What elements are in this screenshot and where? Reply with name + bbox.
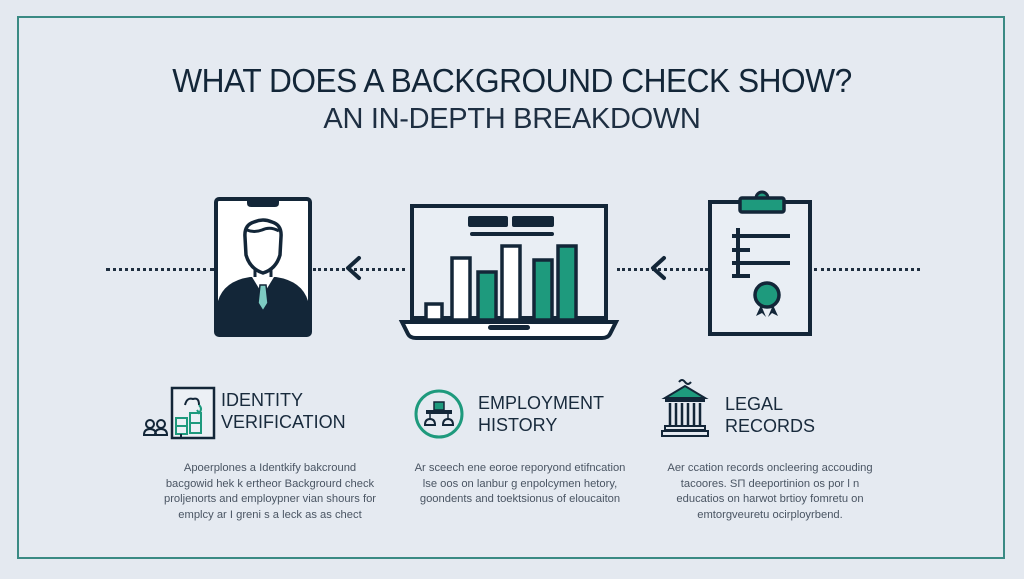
section-description-identity: Apoerplones a Identkify bakcround bacgow… [140, 461, 400, 523]
connector-line-right [814, 268, 920, 271]
description-line: bacgowid hek k ertheor Backgrourd check [165, 477, 375, 490]
chevron-left-icon [651, 256, 666, 280]
section-title-line: RECORDS [725, 416, 816, 436]
description-line: lse oos on lanbur g enpolcymen hetory, [422, 477, 618, 490]
clipboard-award-icon [708, 190, 812, 336]
section-title-legal: LEGAL RECORDS [725, 393, 815, 437]
section-title-identity: IDENTITY VERIFICATION [221, 389, 346, 433]
description-line: proljenorts and employpner vian shours f… [163, 493, 377, 505]
org-chart-circle-icon [414, 389, 464, 439]
section-title-line: LEGAL [725, 394, 784, 414]
description-line: Ar sceech ene eoroe reporyond etifncatio… [414, 462, 626, 474]
description-line: tacoores. SП deeportinion os por l n [680, 477, 860, 490]
description-line: goondents and toektsionus of eloucaiton [419, 493, 621, 505]
description-line: Apoerplones a Identkify bakcround [183, 462, 357, 474]
section-description-legal: Aer ccation records oncleering accouding… [650, 461, 890, 523]
connector-line-mid-left [313, 268, 405, 271]
courthouse-icon [661, 379, 709, 437]
laptop-chart-icon [398, 204, 620, 340]
person-id-card-icon [214, 197, 312, 337]
connector-line-mid-right [617, 268, 708, 271]
page-title: WHAT DOES A BACKGROUND CHECK SHOW? [172, 62, 852, 99]
chevron-left-icon [346, 256, 361, 280]
connector-line-left [106, 268, 214, 271]
section-description-employment: Ar sceech ene eoroe reporyond etifncatio… [400, 461, 640, 508]
section-title-line: HISTORY [478, 415, 558, 435]
section-title-line: VERIFICATION [221, 412, 346, 432]
page-subtitle: AN IN-DEPTH BREAKDOWN [323, 103, 701, 135]
description-line: educatios on harwot brtioy fomretu on [676, 493, 864, 505]
description-line: Aer ccation records oncleering accouding [667, 462, 873, 474]
section-title-line: EMPLOYMENT [478, 393, 605, 413]
description-line: emplcy ar I greni s a leck as as chect [178, 508, 362, 521]
description-line: emtorgveuretu ocirployrbend. [697, 508, 843, 521]
section-title-employment: EMPLOYMENT HISTORY [478, 392, 604, 436]
identity-document-icon [142, 386, 216, 440]
section-title-line: IDENTITY [221, 390, 304, 410]
